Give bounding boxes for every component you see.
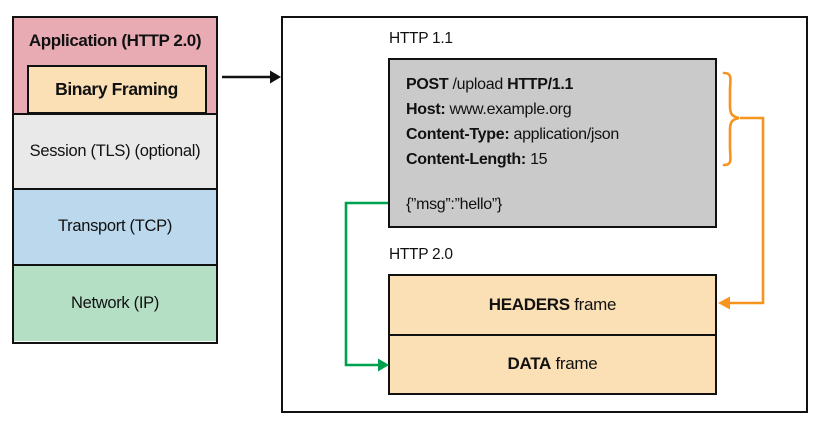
request-line-host: Host: www.example.org	[406, 97, 699, 122]
host-header-value: www.example.org	[445, 101, 572, 118]
network-layer-label: Network (IP)	[70, 293, 160, 312]
transport-layer-label: Transport (TCP)	[57, 217, 173, 235]
application-layer-label: Application (HTTP 2.0)	[28, 31, 202, 50]
layer-application: Application (HTTP 2.0) Binary Framing	[14, 18, 216, 115]
request-path: /upload	[448, 76, 508, 93]
layer-session: Session (TLS) (optional)	[14, 114, 216, 190]
frames-box: HEADERS frame DATA frame	[388, 274, 717, 395]
session-layer-label: Session (TLS) (optional)	[29, 141, 201, 160]
content-type-key: Content-Type:	[406, 126, 510, 143]
request-method: POST	[406, 76, 449, 93]
content-length-value: 15	[525, 151, 548, 168]
request-line-content-length: Content-Length: 15	[406, 147, 699, 172]
headers-frame-label: frame	[569, 294, 617, 314]
layer-network: Network (IP)	[14, 265, 216, 341]
headers-frame-bold-label: HEADERS	[488, 294, 570, 314]
content-length-key: Content-Length:	[406, 151, 526, 168]
data-frame-bold-label: DATA	[507, 354, 552, 374]
request-line-content-type: Content-Type: application/json	[406, 122, 699, 147]
data-frame-label: frame	[551, 354, 598, 374]
layer-transport: Transport (TCP)	[14, 189, 216, 266]
stack-to-detail-arrow-icon	[222, 70, 281, 84]
binary-framing-box: Binary Framing	[26, 64, 207, 114]
content-type-value: application/json	[509, 126, 619, 143]
host-header-key: Host:	[406, 101, 446, 118]
http11-label: HTTP 1.1	[389, 30, 453, 47]
data-frame-row: DATA frame	[390, 336, 715, 394]
http20-label: HTTP 2.0	[389, 246, 453, 263]
protocol-stack: Application (HTTP 2.0) Binary Framing Se…	[12, 16, 218, 344]
request-line-start: POST /upload HTTP/1.1	[406, 72, 699, 97]
binary-framing-label: Binary Framing	[55, 78, 178, 99]
request-version: HTTP/1.1	[507, 76, 574, 93]
request-body: {”msg”:”hello”}	[406, 196, 502, 213]
headers-frame-row: HEADERS frame	[390, 276, 715, 336]
http11-request-box: POST /upload HTTP/1.1 Host: www.example.…	[388, 58, 717, 228]
